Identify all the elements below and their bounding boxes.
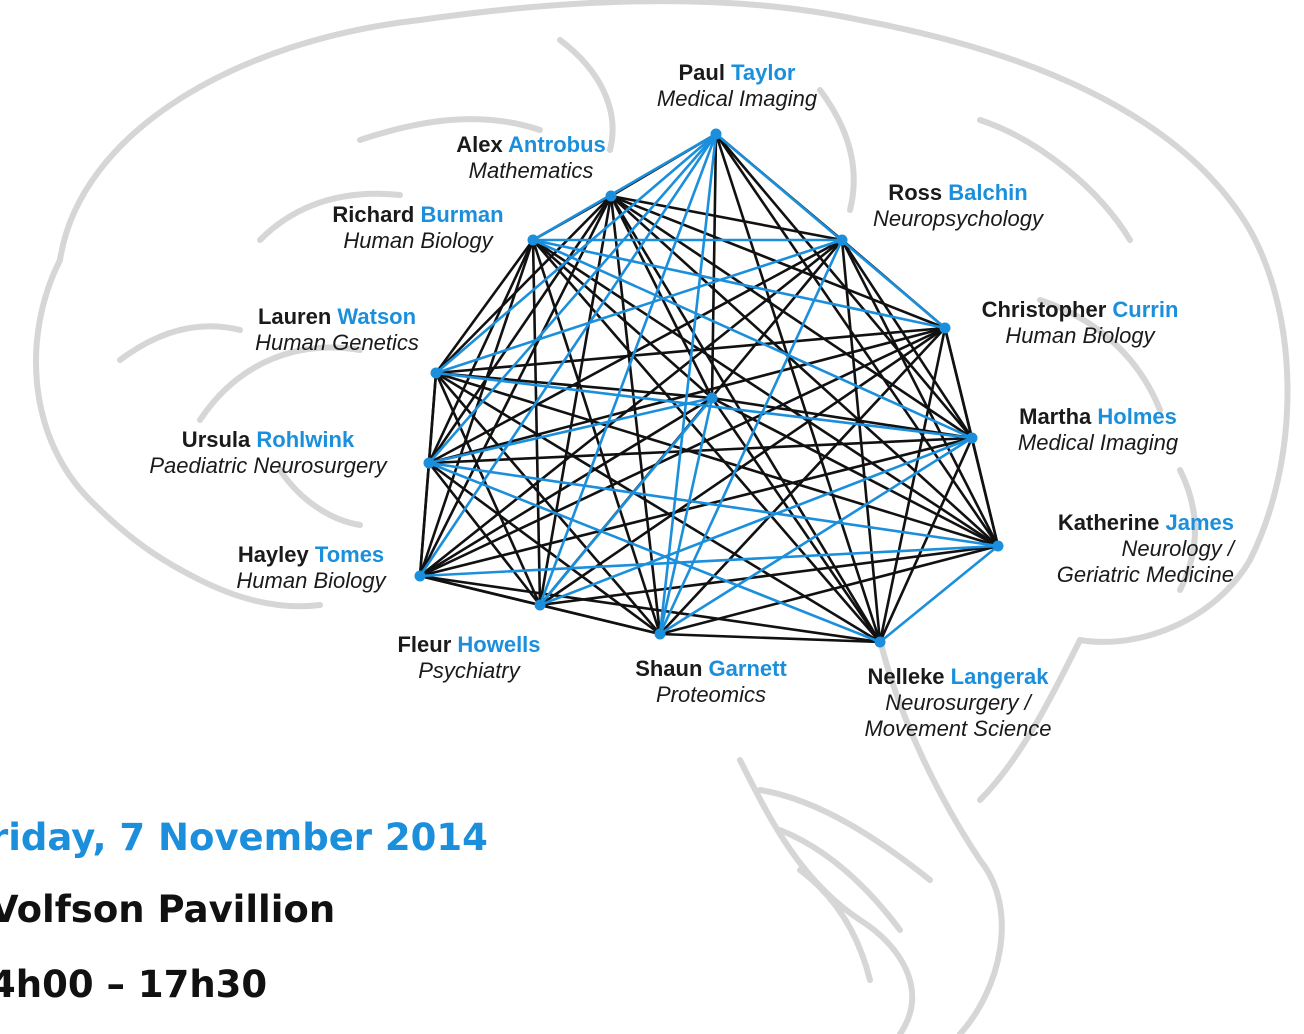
node-label-burman: Richard Burman Human Biology bbox=[332, 202, 504, 253]
edge-howells-center bbox=[539, 397, 713, 606]
edge-tomes-holmes bbox=[419, 436, 973, 578]
node-howells bbox=[534, 599, 546, 611]
edge-burman-howells bbox=[531, 239, 542, 606]
node-label-tomes: Hayley Tomes Human Biology bbox=[236, 542, 386, 593]
node-burman bbox=[527, 234, 539, 246]
edge-center-langerak bbox=[710, 397, 882, 643]
node-balchin bbox=[836, 234, 848, 246]
edge-garnett-langerak bbox=[659, 632, 881, 644]
edge-tomes-howells bbox=[419, 574, 541, 607]
node-watson bbox=[430, 367, 442, 379]
network-edges bbox=[418, 132, 1000, 644]
edge-rohlwink-james bbox=[428, 461, 999, 548]
node-label-howells: Fleur Howells Psychiatry bbox=[397, 632, 541, 683]
edge-watson-holmes bbox=[435, 371, 973, 440]
edge-watson-center bbox=[435, 371, 713, 400]
edge-antrobus-james bbox=[610, 195, 999, 547]
event-venue: Volfson Pavillion bbox=[0, 888, 336, 931]
edge-taylor-rohlwink bbox=[428, 133, 717, 464]
node-label-rohlwink: Ursula Rohlwink Paediatric Neurosurgery bbox=[149, 427, 387, 478]
node-label-watson: Lauren Watson Human Genetics bbox=[255, 304, 419, 355]
edge-balchin-james bbox=[840, 239, 1000, 547]
edge-watson-howells bbox=[434, 372, 542, 606]
node-label-currin: Christopher Currin Human Biology bbox=[981, 297, 1179, 348]
edge-tomes-langerak bbox=[419, 574, 881, 644]
node-currin bbox=[939, 322, 951, 334]
node-langerak bbox=[874, 636, 886, 648]
edge-antrobus-watson bbox=[435, 195, 612, 374]
edge-antrobus-howells bbox=[538, 195, 613, 606]
edge-tomes-james bbox=[419, 544, 999, 578]
edge-taylor-holmes bbox=[715, 133, 973, 439]
edge-howells-james bbox=[539, 544, 999, 607]
edge-rohlwink-howells bbox=[427, 462, 542, 606]
node-taylor bbox=[710, 128, 722, 140]
edge-howells-holmes bbox=[539, 436, 973, 607]
edge-taylor-garnett bbox=[658, 133, 718, 635]
node-james bbox=[992, 540, 1004, 552]
edge-taylor-watson bbox=[435, 133, 717, 374]
edge-currin-langerak bbox=[878, 327, 947, 643]
edge-holmes-center bbox=[711, 396, 973, 440]
edge-balchin-garnett bbox=[658, 239, 844, 635]
node-label-antrobus: Alex Antrobus Mathematics bbox=[456, 132, 606, 183]
node-garnett bbox=[654, 628, 666, 640]
node-center bbox=[706, 392, 718, 404]
node-holmes bbox=[966, 432, 978, 444]
edge-garnett-james bbox=[659, 544, 999, 636]
edge-antrobus-balchin bbox=[610, 194, 843, 242]
edge-rohlwink-langerak bbox=[428, 461, 881, 644]
node-label-taylor: Paul Taylor Medical Imaging bbox=[656, 60, 818, 111]
event-time: 4h00 – 17h30 bbox=[0, 963, 268, 1006]
edge-burman-currin bbox=[532, 238, 946, 330]
edge-langerak-holmes bbox=[878, 437, 974, 643]
edge-antrobus-tomes bbox=[418, 195, 613, 577]
edge-langerak-james bbox=[879, 544, 999, 644]
edge-holmes-james bbox=[970, 437, 1000, 547]
edge-watson-rohlwink bbox=[427, 372, 438, 464]
edge-watson-garnett bbox=[435, 372, 661, 635]
node-label-holmes: Martha Holmes Medical Imaging bbox=[1017, 404, 1179, 455]
edge-burman-holmes bbox=[532, 238, 973, 440]
node-label-garnett: Shaun Garnett Proteomics bbox=[635, 656, 787, 707]
network-nodes bbox=[414, 128, 1004, 648]
edge-garnett-holmes bbox=[659, 436, 973, 636]
node-antrobus bbox=[605, 190, 617, 202]
edge-howells-garnett bbox=[539, 603, 661, 636]
edge-tomes-center bbox=[419, 396, 713, 578]
edge-garnett-center bbox=[658, 397, 714, 635]
edge-taylor-langerak bbox=[714, 133, 882, 643]
node-rohlwink bbox=[423, 457, 435, 469]
event-date: riday, 7 November 2014 bbox=[0, 816, 488, 859]
edge-antrobus-langerak bbox=[609, 195, 882, 643]
edge-burman-rohlwink bbox=[427, 239, 535, 464]
edge-taylor-currin bbox=[715, 133, 946, 329]
node-label-balchin: Ross Balchin Neuropsychology bbox=[873, 180, 1043, 231]
node-label-james: Katherine James Neurology / Geriatric Me… bbox=[1056, 510, 1234, 587]
edge-taylor-burman bbox=[532, 132, 717, 242]
edge-antrobus-holmes bbox=[610, 194, 973, 440]
edge-taylor-james bbox=[714, 133, 1000, 547]
edge-burman-watson bbox=[434, 239, 535, 374]
edge-balchin-tomes bbox=[419, 238, 843, 578]
edge-james-center bbox=[711, 396, 999, 548]
edge-currin-holmes bbox=[943, 327, 974, 439]
edge-balchin-watson bbox=[435, 238, 843, 375]
edge-watson-james bbox=[435, 371, 999, 548]
node-label-langerak: Nelleke Langerak Neurosurgery / Movement… bbox=[864, 664, 1052, 741]
node-tomes bbox=[414, 570, 426, 582]
edge-taylor-tomes bbox=[418, 133, 718, 577]
edge-taylor-howells bbox=[538, 133, 718, 606]
edge-rohlwink-tomes bbox=[418, 462, 431, 577]
edge-rohlwink-center bbox=[428, 396, 713, 465]
